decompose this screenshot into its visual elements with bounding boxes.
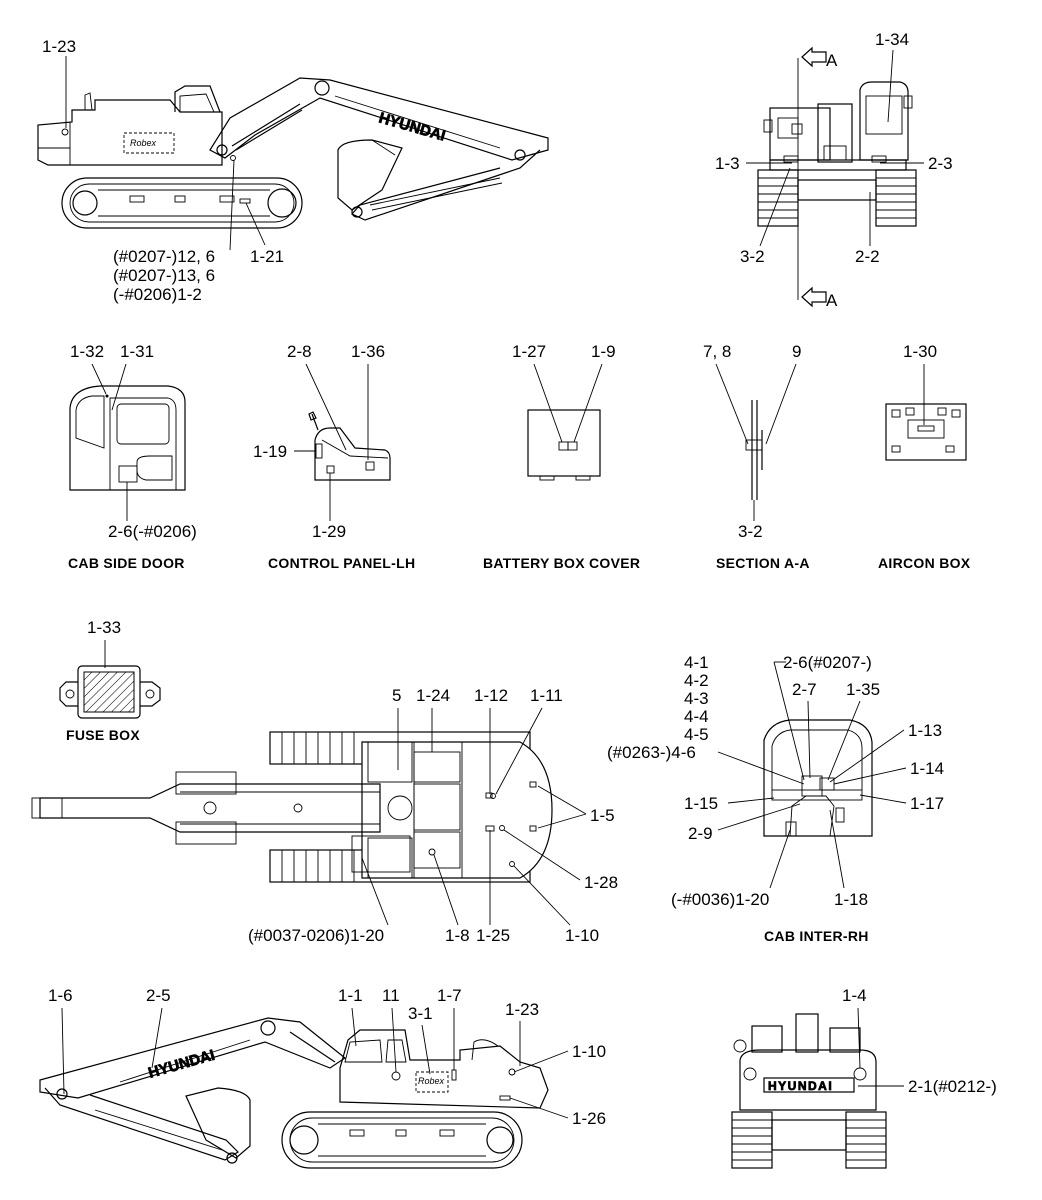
label-1-15: 1-15 <box>684 794 718 813</box>
label-2-7: 2-7 <box>792 680 817 699</box>
label-1-29: 1-29 <box>312 522 346 541</box>
section-marker-top: A <box>826 51 838 70</box>
caption-battery-box-cover: BATTERY BOX COVER <box>483 555 640 571</box>
control-panel-lh-drawing <box>308 411 391 481</box>
label-4-3: 4-3 <box>684 689 709 708</box>
excavator-plan-view <box>31 731 553 883</box>
excavator-front-view <box>757 81 917 227</box>
label-1-35: 1-35 <box>846 680 880 699</box>
caption-section-aa: SECTION A-A <box>716 555 810 571</box>
label-4-6: (#0263-)4-6 <box>607 743 696 762</box>
label-1-30: 1-30 <box>903 342 937 361</box>
label-1-7: 1-7 <box>437 986 462 1005</box>
label-1-6: 1-6 <box>48 986 73 1005</box>
cab-interior-rh-drawing <box>763 719 873 837</box>
label-12-6: (#0207-)12, 6 <box>113 247 215 266</box>
label-4-2: 4-2 <box>684 671 709 690</box>
excavator-side-view-left: Robex HYUNDAI <box>37 77 549 229</box>
label-1-36: 1-36 <box>351 342 385 361</box>
label-4-1: 4-1 <box>684 653 709 672</box>
section-marker-bottom: A <box>826 291 838 310</box>
excavator-side-view-right: Robex HYUNDAI <box>39 1017 549 1169</box>
label-2-3: 2-3 <box>928 154 953 173</box>
label-2-5: 2-5 <box>146 986 171 1005</box>
label-1-23: 1-23 <box>42 37 76 56</box>
label-1-12: 1-12 <box>474 686 508 705</box>
label-2-2: 2-2 <box>855 247 880 266</box>
label-1-2: (-#0206)1-2 <box>113 285 202 304</box>
caption-control-panel-lh: CONTROL PANEL-LH <box>268 555 415 571</box>
label-2-6-door: 2-6(-#0206) <box>108 522 197 541</box>
label-1-24: 1-24 <box>416 686 450 705</box>
label-3-2-front: 3-2 <box>740 247 765 266</box>
label-1-13: 1-13 <box>908 721 942 740</box>
section-arrow-bottom: A <box>801 286 838 310</box>
label-1-28: 1-28 <box>584 873 618 892</box>
label-2-8: 2-8 <box>287 342 312 361</box>
label-1-27: 1-27 <box>512 342 546 361</box>
label-9: 9 <box>792 342 801 361</box>
battery-box-cover-drawing <box>527 409 601 481</box>
label-1-1: 1-1 <box>338 986 363 1005</box>
label-1-20-plan: (#0037-0206)1-20 <box>248 926 384 945</box>
label-1-26: 1-26 <box>572 1109 606 1128</box>
boom-brand-text: HYUNDAI <box>377 110 447 145</box>
label-1-20-cab: (-#0036)1-20 <box>671 890 769 909</box>
label-5: 5 <box>392 686 401 705</box>
label-1-8: 1-8 <box>445 926 470 945</box>
label-1-18: 1-18 <box>834 890 868 909</box>
label-1-4: 1-4 <box>842 986 867 1005</box>
label-4-5: 4-5 <box>684 725 709 744</box>
label-11: 11 <box>382 986 400 1005</box>
svg-text:Robex: Robex <box>418 1076 445 1086</box>
excavator-rear-view: HYUNDAI <box>731 1013 887 1169</box>
label-3-2-section: 3-2 <box>738 522 763 541</box>
aircon-box-drawing <box>885 403 967 461</box>
label-4-4: 4-4 <box>684 707 709 726</box>
label-1-25: 1-25 <box>476 926 510 945</box>
label-1-34: 1-34 <box>875 30 909 49</box>
label-1-14: 1-14 <box>910 759 944 778</box>
fuse-box-drawing <box>59 665 161 719</box>
caption-aircon-box: AIRCON BOX <box>878 555 971 571</box>
label-13-6: (#0207-)13, 6 <box>113 266 215 285</box>
caption-cab-inter-rh: CAB INTER-RH <box>764 928 869 944</box>
label-1-32: 1-32 <box>70 342 104 361</box>
label-1-10-bottom: 1-10 <box>572 1042 606 1061</box>
rear-brand-text: HYUNDAI <box>768 1079 833 1093</box>
label-7-8: 7, 8 <box>703 342 731 361</box>
svg-text:Robex: Robex <box>130 138 157 148</box>
label-1-31: 1-31 <box>120 342 154 361</box>
caption-cab-side-door: CAB SIDE DOOR <box>68 555 185 571</box>
label-2-9: 2-9 <box>688 824 713 843</box>
label-2-1: 2-1(#0212-) <box>908 1077 997 1096</box>
label-1-11: 1-11 <box>530 686 563 705</box>
label-1-10-plan: 1-10 <box>565 926 599 945</box>
label-1-33: 1-33 <box>87 618 121 637</box>
label-1-5: 1-5 <box>590 806 615 825</box>
caption-fuse-box: FUSE BOX <box>66 727 140 743</box>
section-arrow-top: A <box>801 46 838 70</box>
label-1-21: 1-21 <box>250 247 284 266</box>
label-1-17: 1-17 <box>910 794 944 813</box>
label-1-9: 1-9 <box>591 342 616 361</box>
cab-side-door-drawing <box>69 385 186 491</box>
label-2-6-cab: 2-6(#0207-) <box>783 653 872 672</box>
label-1-23-bottom: 1-23 <box>505 1000 539 1019</box>
label-1-19: 1-19 <box>253 442 287 461</box>
label-3-1: 3-1 <box>408 1004 433 1023</box>
section-aa-drawing <box>745 400 763 500</box>
label-1-3: 1-3 <box>715 154 740 173</box>
boom-brand-text-right: HYUNDAI <box>146 1047 216 1082</box>
